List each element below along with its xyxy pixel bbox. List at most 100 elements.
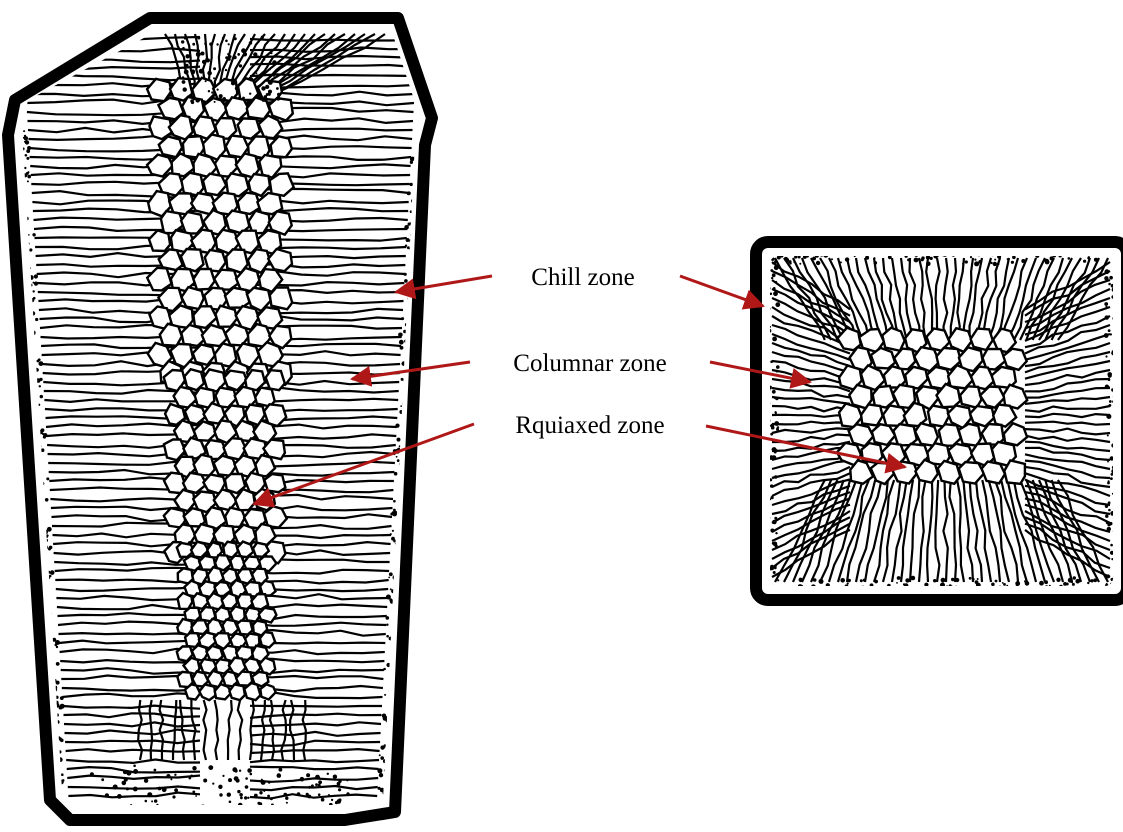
ingot-chill-dot [27, 175, 31, 179]
square-chill-dot [1105, 575, 1108, 578]
ingot-chill-dot [34, 274, 38, 278]
ingot-chill-dot [250, 773, 253, 776]
ingot-chill-dot [253, 52, 257, 56]
ingot-equiaxed-grain [259, 608, 277, 623]
ingot-chill-dot [321, 798, 325, 802]
ingot-chill-dot [50, 570, 55, 575]
ingot-chill-dot [90, 772, 94, 776]
ingot-chill-dot [45, 498, 49, 502]
square-chill-dot [1002, 582, 1004, 584]
square-chill-dot [772, 337, 777, 342]
square-chill-dot [1072, 583, 1075, 586]
ingot-chill-dot [239, 793, 243, 797]
square-chill-dot [865, 256, 869, 260]
square-chill-dot [777, 579, 779, 581]
ingot-chill-dot [145, 800, 148, 803]
ingot-chill-dot [306, 793, 309, 796]
ingot-equiaxed-grain [244, 683, 260, 700]
ingot-equiaxed-grain [253, 543, 269, 557]
ingot-chill-dot [242, 97, 245, 100]
ingot-chill-dot [392, 530, 394, 532]
ingot-chill-dot [276, 87, 279, 90]
ingot-chill-dot [236, 779, 240, 783]
square-chill-dot [774, 260, 778, 264]
ingot-transverse-section [756, 242, 1123, 600]
square-chill-dot [770, 484, 773, 487]
square-chill-dot [1105, 315, 1109, 319]
ingot-chill-dot [126, 771, 131, 776]
ingot-chill-dot [56, 646, 58, 648]
ingot-chill-dot [260, 793, 262, 795]
square-chill-dot [977, 578, 979, 580]
square-chill-dot [1105, 306, 1107, 308]
ingot-chill-dot [154, 799, 157, 802]
square-chill-dot [1021, 259, 1025, 263]
ingot-chill-dot [257, 55, 259, 57]
square-chill-dot [776, 428, 779, 431]
ingot-chill-dot [172, 795, 175, 798]
ingot-chill-dot [133, 769, 138, 774]
ingot-chill-dot [37, 360, 40, 363]
ingot-chill-dot [380, 756, 384, 760]
ingot-chill-dot [388, 577, 390, 579]
ingot-chill-dot [389, 598, 392, 601]
ingot-chill-dot [197, 37, 200, 40]
square-chill-dot [1094, 258, 1098, 262]
label-chill-zone: Chill zone [531, 264, 634, 291]
ingot-chill-dot [166, 774, 170, 778]
square-chill-dot [774, 475, 777, 478]
square-chill-dot [997, 263, 1000, 266]
square-chill-dot [860, 579, 863, 582]
square-chill-dot [1083, 260, 1086, 263]
ingot-chill-dot [151, 800, 153, 802]
square-chill-dot [1024, 580, 1026, 582]
ingot-chill-dot [286, 802, 288, 804]
ingot-equiaxed-grain [225, 288, 249, 308]
square-chill-dot [1011, 261, 1014, 264]
square-chill-dot [955, 578, 959, 582]
ingot-chill-dot [234, 37, 237, 40]
square-chill-dot [1108, 501, 1111, 504]
square-chill-dot [776, 370, 779, 373]
ingot-chill-dot [228, 778, 232, 782]
ingot-chill-dot [185, 64, 188, 67]
ingot-chill-dot [297, 792, 301, 796]
ingot-equiaxed-grain [214, 270, 238, 290]
square-chill-dot [799, 263, 801, 265]
square-chill-dot [793, 261, 795, 263]
square-chill-dot [1090, 579, 1093, 582]
ingot-chill-dot [254, 62, 257, 65]
square-equiaxed-grain [893, 424, 916, 445]
square-chill-dot [972, 578, 974, 580]
ingot-chill-dot [268, 90, 272, 94]
ingot-chill-dot [222, 37, 225, 40]
ingot-chill-dot [395, 424, 399, 428]
ingot-chill-dot [247, 797, 249, 799]
square-chill-dot [921, 256, 924, 259]
ingot-chill-dot [206, 58, 210, 62]
square-chill-dot [831, 258, 833, 260]
square-chill-dot [1109, 276, 1113, 280]
ingot-chill-dot [24, 135, 26, 137]
square-chill-dot [969, 577, 972, 580]
ingot-chill-dot [192, 766, 196, 770]
square-chill-dot [974, 259, 976, 261]
ingot-chill-dot [39, 361, 44, 366]
ingot-chill-dot [244, 796, 247, 799]
ingot-chill-dot [337, 799, 342, 804]
ingot-chill-dot [306, 773, 310, 777]
ingot-chill-dot [216, 43, 218, 45]
ingot-chill-dot [235, 87, 239, 91]
ingot-chill-dot [256, 72, 258, 74]
square-chill-dot [1108, 329, 1111, 332]
ingot-equiaxed-grain [225, 508, 245, 527]
square-chill-dot [994, 259, 996, 261]
square-chill-dot [770, 269, 773, 272]
ingot-chill-dot [265, 85, 269, 89]
ingot-chill-dot [204, 43, 206, 45]
ingot-chill-dot [184, 70, 189, 75]
ingot-chill-dot [25, 140, 29, 144]
ingot-chill-dot [318, 793, 321, 796]
square-chill-dot [1110, 333, 1112, 335]
ingot-chill-dot [126, 787, 129, 790]
